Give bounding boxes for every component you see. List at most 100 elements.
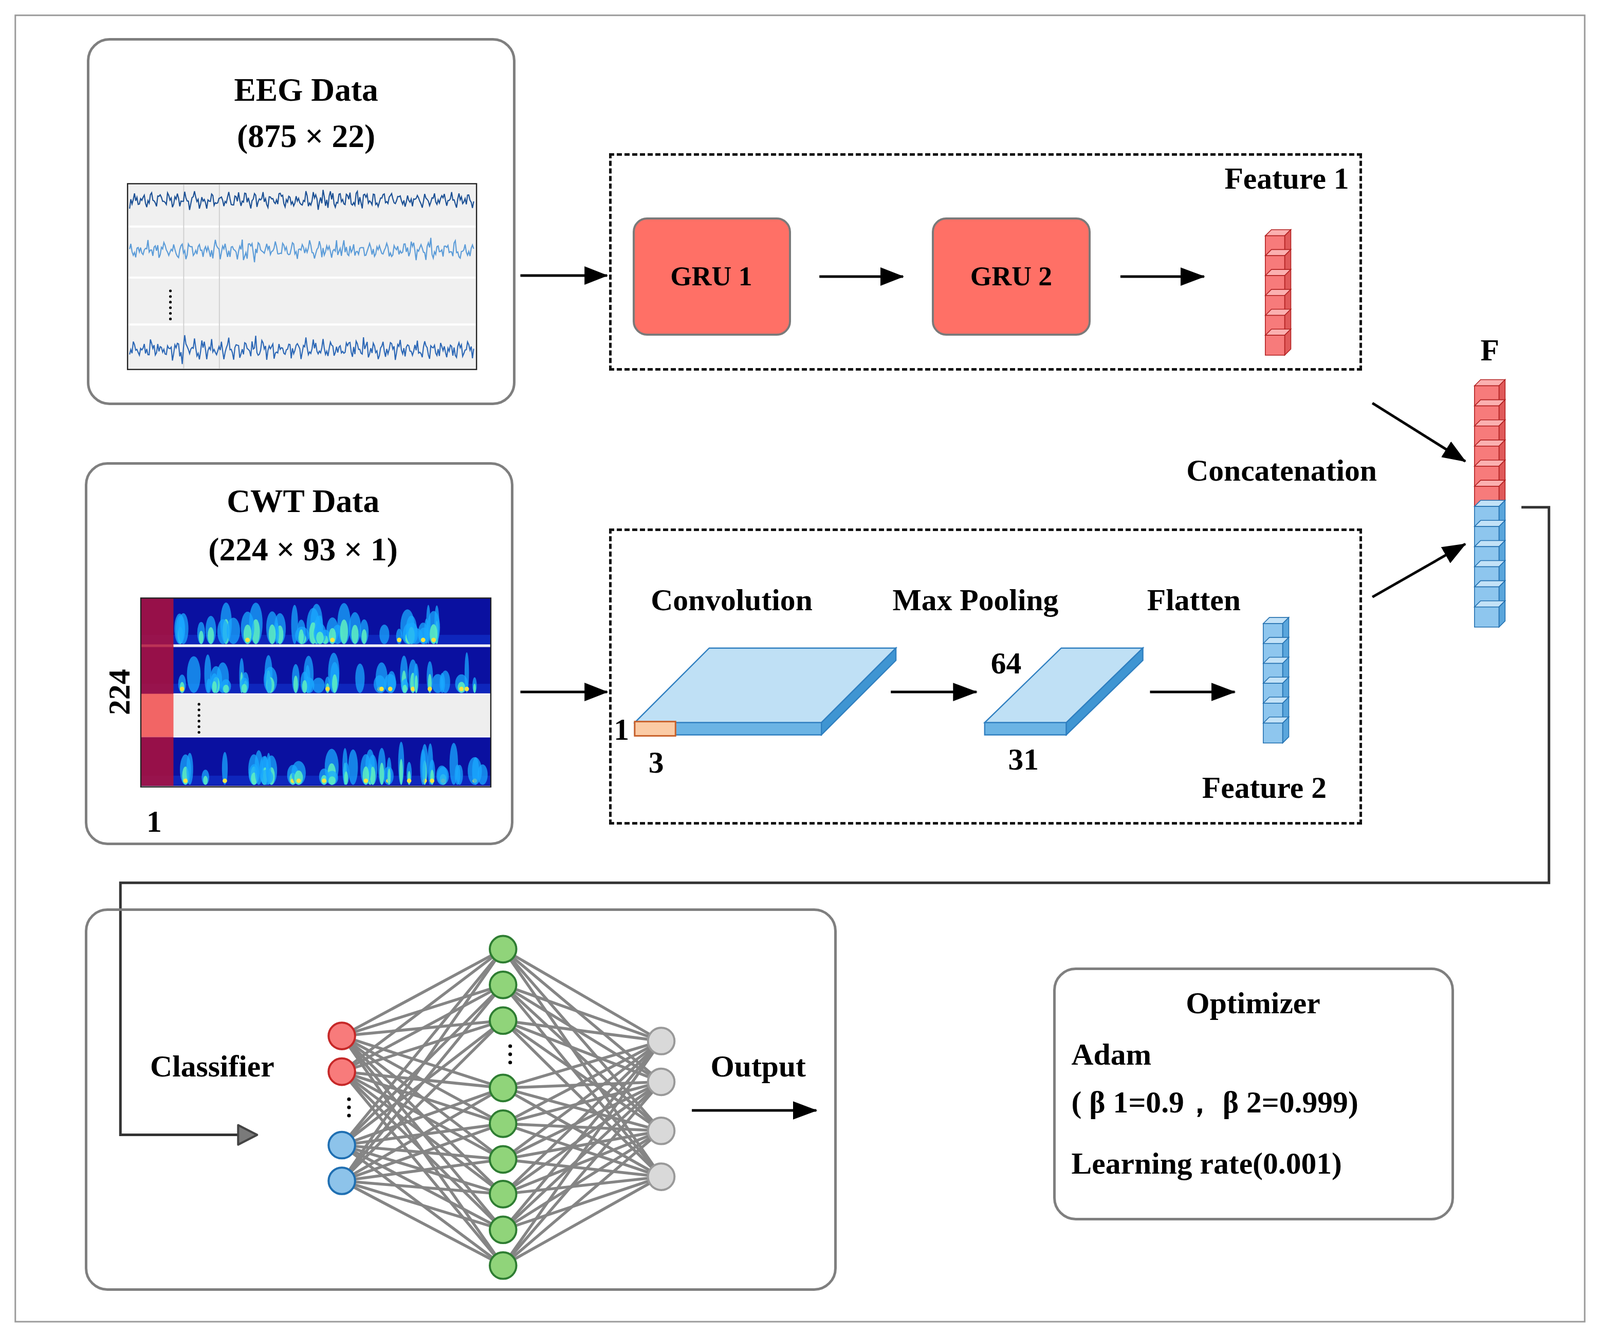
- ellipsis-dot: [169, 317, 172, 321]
- network-weight: [503, 1081, 662, 1230]
- scalogram-burst: [431, 673, 444, 693]
- ellipsis-dot: [508, 1043, 512, 1048]
- scalogram-peak: [431, 637, 436, 642]
- classifier-panel: ClassifierOutput: [84, 908, 837, 1292]
- scalogram-burst: [430, 769, 434, 785]
- dashed-module: Feature 2: [609, 528, 1363, 825]
- hidden-neuron: [489, 1007, 517, 1035]
- scalogram-peak: [388, 686, 393, 692]
- network-weight: [503, 1081, 662, 1160]
- conv-kernel: [634, 721, 676, 737]
- module-title: Feature 2: [1202, 769, 1327, 806]
- panel-title: Classifier: [150, 1048, 275, 1084]
- hidden-neuron: [489, 1074, 517, 1102]
- network-weight: [503, 1040, 662, 1230]
- scalogram-burst: [300, 671, 309, 693]
- gru-block: GRU 1: [632, 217, 792, 336]
- kernel-column: [140, 693, 174, 737]
- scalogram-peak: [179, 686, 185, 692]
- scalogram-burst: [325, 770, 338, 785]
- panel-title: CWT Data: [226, 482, 380, 520]
- scalogram-burst: [313, 623, 327, 645]
- panel-title: Optimizer: [1185, 985, 1320, 1021]
- scalogram-burst: [291, 664, 300, 693]
- scalogram-burst: [291, 604, 299, 645]
- network-weight: [341, 948, 504, 1181]
- network-weight: [341, 1123, 504, 1181]
- pooled-map: [1066, 648, 1144, 735]
- scalogram-burst: [187, 655, 201, 693]
- scalogram-burst: [386, 757, 392, 785]
- scalogram-burst: [464, 652, 470, 693]
- scalogram-peak: [325, 686, 330, 692]
- dimension-label: 224: [101, 668, 138, 715]
- scalogram-burst: [429, 759, 436, 785]
- scalogram-burst: [222, 751, 228, 785]
- network-weight: [341, 1020, 504, 1181]
- row-separator: [140, 644, 491, 646]
- scalogram-peak: [245, 637, 250, 642]
- scalogram-burst: [266, 677, 272, 693]
- scalogram-burst: [406, 761, 412, 785]
- scalogram-burst: [337, 602, 352, 645]
- scalogram-burst: [206, 678, 212, 693]
- scalogram-burst: [436, 765, 448, 785]
- scalogram-burst: [413, 663, 419, 693]
- plot-gridline: [128, 276, 476, 279]
- input-neuron: [328, 1167, 356, 1194]
- scalogram-peak: [420, 637, 426, 642]
- network-weight: [341, 948, 504, 1036]
- scalogram-burst: [241, 611, 255, 645]
- network-weight: [503, 984, 662, 1177]
- operation-label: Concatenation: [1186, 452, 1377, 489]
- scalogram-burst: [324, 748, 339, 785]
- scalogram-burst: [406, 622, 419, 645]
- scalogram-peak: [379, 686, 384, 692]
- output-neuron: [648, 1117, 675, 1145]
- scalogram-burst: [472, 676, 477, 693]
- kernel-column: [140, 736, 174, 786]
- scalogram-burst: [326, 617, 339, 645]
- connector-arrow: [520, 690, 608, 694]
- scalogram-burst: [291, 760, 306, 785]
- scalogram-peak: [329, 637, 335, 642]
- scalogram-burst: [429, 623, 438, 645]
- feature-vector: [1282, 716, 1290, 744]
- scalogram-peak: [429, 778, 435, 783]
- network-weight: [503, 1123, 662, 1131]
- fused-vector: [1498, 600, 1505, 628]
- ellipsis-dot: [169, 289, 172, 292]
- scalogram-burst: [457, 681, 466, 693]
- scalogram-row: [140, 647, 491, 694]
- scalogram-burst: [351, 624, 359, 645]
- scalogram-burst: [302, 679, 308, 693]
- panel-title: EEG Data: [233, 70, 378, 109]
- scalogram-burst: [379, 624, 390, 645]
- scalogram-burst: [361, 629, 367, 645]
- hidden-neuron: [489, 1110, 517, 1137]
- fused-feature: F: [1466, 332, 1512, 631]
- scalogram-burst: [383, 673, 397, 693]
- ellipsis-dot: [169, 306, 172, 309]
- scalogram-burst: [342, 762, 350, 785]
- scalogram-burst: [298, 629, 304, 644]
- scalogram-burst: [427, 611, 440, 645]
- output-neuron: [648, 1068, 675, 1096]
- eeg-trace: [129, 237, 474, 263]
- layer-label: Convolution: [650, 582, 813, 618]
- scalogram-peak: [363, 778, 369, 783]
- input-neuron: [328, 1131, 356, 1159]
- ellipsis-dot: [197, 708, 201, 711]
- scalogram-burst: [223, 684, 230, 693]
- output-arrow: [691, 1109, 817, 1112]
- setting-text: Learning rate(0.001): [1071, 1145, 1342, 1182]
- input-panel: EEG Data(875 × 22): [86, 38, 516, 406]
- network-weight: [341, 948, 504, 1145]
- conv-feature-map: [634, 648, 896, 723]
- dimension-label: 3: [648, 744, 665, 781]
- ellipsis-dot: [346, 1113, 351, 1117]
- ellipsis-dot: [197, 725, 201, 728]
- network-weight: [341, 1180, 504, 1266]
- network-weight: [503, 1040, 662, 1194]
- ellipsis-dot: [197, 713, 201, 717]
